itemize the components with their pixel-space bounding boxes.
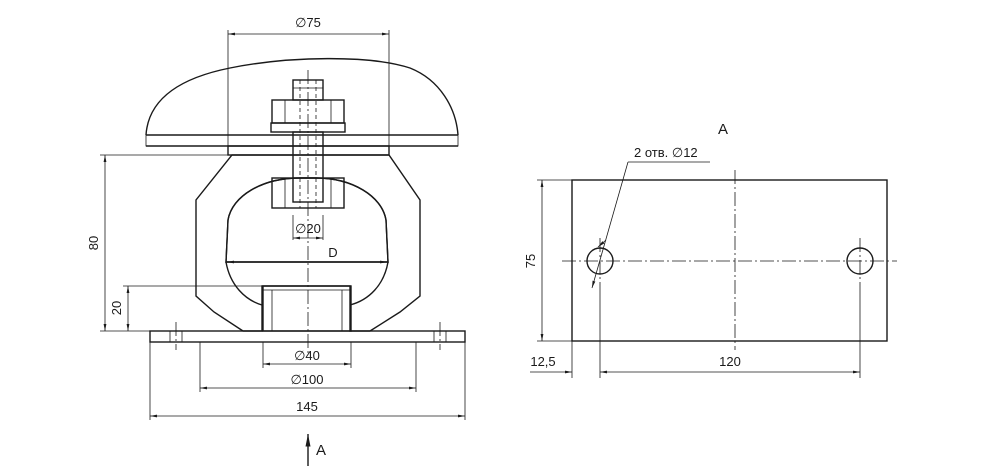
view-arrow-label: A [316, 442, 326, 459]
front-view [145, 57, 466, 356]
dim-w145: 145 [296, 399, 318, 414]
view-a: A 2 отв. ∅12 75 12,5 120 [523, 121, 897, 378]
dim-w120: 120 [719, 354, 741, 369]
base-plate [149, 330, 466, 343]
view-a-plate [571, 179, 888, 342]
bottom-boss [262, 285, 352, 332]
equipment-outline [145, 57, 459, 136]
dim-off12-5: 12,5 [530, 354, 555, 369]
hole-left [586, 247, 614, 275]
view-title: A [718, 121, 728, 138]
dim-d20: ∅20 [295, 221, 321, 236]
dim-d75: ∅75 [295, 15, 321, 30]
dim-d100: ∅100 [290, 372, 323, 387]
dim-D: D [328, 245, 337, 260]
front-dimensions: ∅75 ∅20 D 80 20 ∅40 ∅100 145 [86, 15, 466, 466]
hole-right [846, 247, 874, 275]
equipment-plate [145, 134, 459, 147]
dim-h75: 75 [523, 254, 538, 268]
holes-note: 2 отв. ∅12 [634, 145, 698, 160]
dim-d40: ∅40 [294, 348, 320, 363]
dim-h80: 80 [86, 236, 101, 250]
upper-plate [227, 145, 390, 156]
dim-h20: 20 [109, 301, 124, 315]
